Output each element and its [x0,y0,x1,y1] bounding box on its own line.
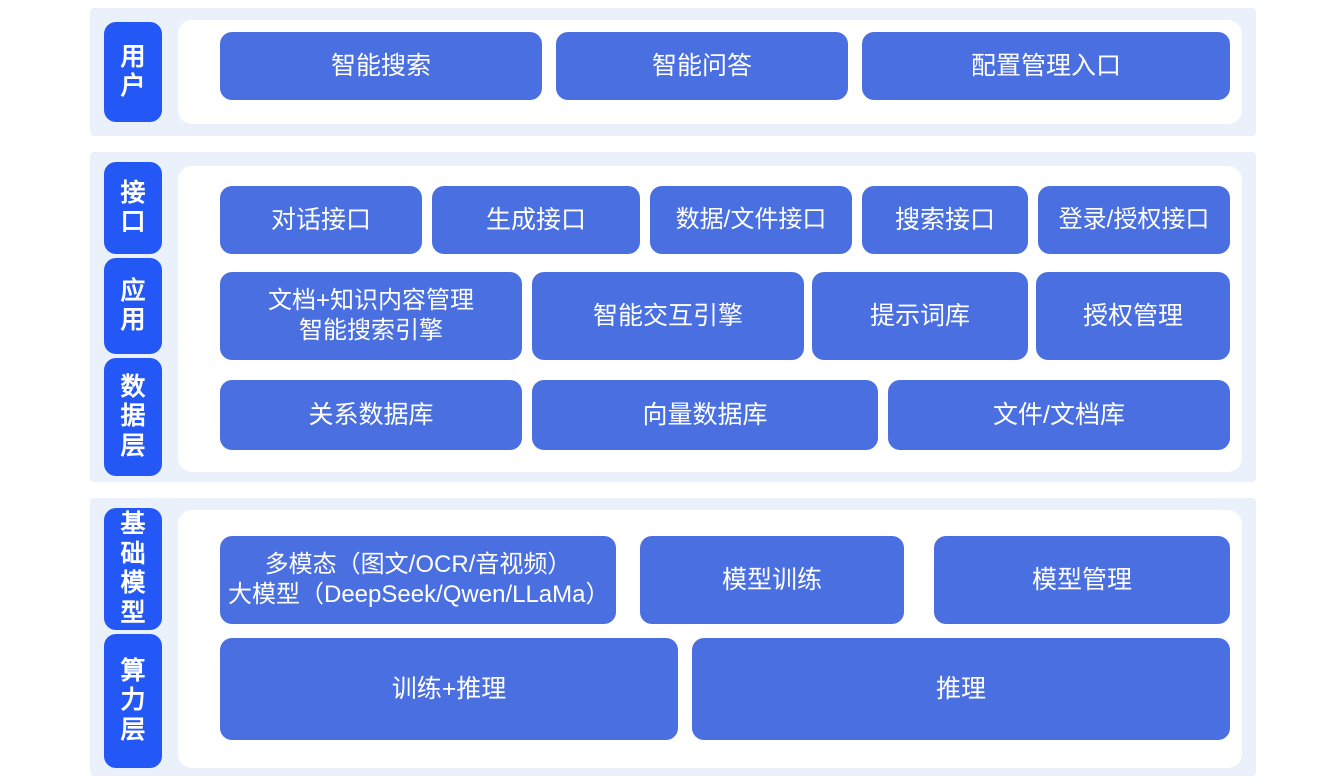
sidebar-tab-user-label: 用户 [120,42,146,101]
box-search-api-label: 搜索接口 [894,205,995,234]
sidebar-tab-interface[interactable]: 接口 [104,162,162,254]
box-doc-knowledge-search[interactable]: 文档+知识内容管理 智能搜索引擎 [220,272,522,360]
sidebar-tab-user[interactable]: 用户 [104,22,162,122]
box-multimodal-llm-label: 多模态（图文/OCR/音视频） 大模型（DeepSeek/Qwen/LLaMa） [228,551,610,608]
box-multimodal-llm[interactable]: 多模态（图文/OCR/音视频） 大模型（DeepSeek/Qwen/LLaMa） [220,536,616,624]
box-prompt-library-label: 提示词库 [869,301,970,330]
box-search-api[interactable]: 搜索接口 [862,186,1028,254]
box-data-file-api-label: 数据/文件接口 [675,206,827,234]
sidebar-tab-compute[interactable]: 算力层 [104,634,162,768]
box-vector-database-label: 向量数据库 [642,400,768,429]
box-config-management-entry-label: 配置管理入口 [970,51,1121,80]
box-smart-search-label: 智能搜索 [330,51,431,80]
box-login-auth-api[interactable]: 登录/授权接口 [1038,186,1230,254]
box-config-management-entry[interactable]: 配置管理入口 [862,32,1230,100]
box-infer[interactable]: 推理 [692,638,1230,740]
box-dialog-api[interactable]: 对话接口 [220,186,422,254]
box-model-training-label: 模型训练 [721,565,822,594]
sidebar-tab-application[interactable]: 应用 [104,258,162,354]
box-model-management[interactable]: 模型管理 [934,536,1230,624]
box-file-document-store[interactable]: 文件/文档库 [888,380,1230,450]
box-train-and-infer[interactable]: 训练+推理 [220,638,678,740]
box-login-auth-api-label: 登录/授权接口 [1058,206,1210,234]
sidebar-tab-compute-label: 算力层 [120,656,146,744]
box-relational-database-label: 关系数据库 [308,400,434,429]
box-generation-api[interactable]: 生成接口 [432,186,640,254]
box-prompt-library[interactable]: 提示词库 [812,272,1028,360]
sidebar-tab-foundation-model[interactable]: 基础模型 [104,508,162,630]
sidebar-tab-data[interactable]: 数据层 [104,358,162,476]
box-smart-qa-label: 智能问答 [651,51,752,80]
box-relational-database[interactable]: 关系数据库 [220,380,522,450]
box-file-document-store-label: 文件/文档库 [993,400,1125,429]
sidebar-tab-application-label: 应用 [120,276,146,335]
box-train-and-infer-label: 训练+推理 [391,674,507,703]
sidebar-tab-interface-label: 接口 [120,178,146,237]
box-smart-interaction-engine-label: 智能交互引擎 [592,301,743,330]
box-generation-api-label: 生成接口 [485,205,586,234]
box-infer-label: 推理 [935,674,986,703]
box-vector-database[interactable]: 向量数据库 [532,380,878,450]
box-model-training[interactable]: 模型训练 [640,536,904,624]
sidebar-tab-data-label: 数据层 [120,372,146,460]
box-data-file-api[interactable]: 数据/文件接口 [650,186,852,254]
box-model-management-label: 模型管理 [1031,565,1132,594]
box-smart-search[interactable]: 智能搜索 [220,32,542,100]
box-authorization-management-label: 授权管理 [1082,301,1183,330]
box-smart-interaction-engine[interactable]: 智能交互引擎 [532,272,804,360]
box-dialog-api-label: 对话接口 [270,205,371,234]
box-smart-qa[interactable]: 智能问答 [556,32,848,100]
sidebar-tab-foundation-model-label: 基础模型 [120,510,146,627]
box-authorization-management[interactable]: 授权管理 [1036,272,1230,360]
box-doc-knowledge-search-label: 文档+知识内容管理 智能搜索引擎 [267,287,474,344]
